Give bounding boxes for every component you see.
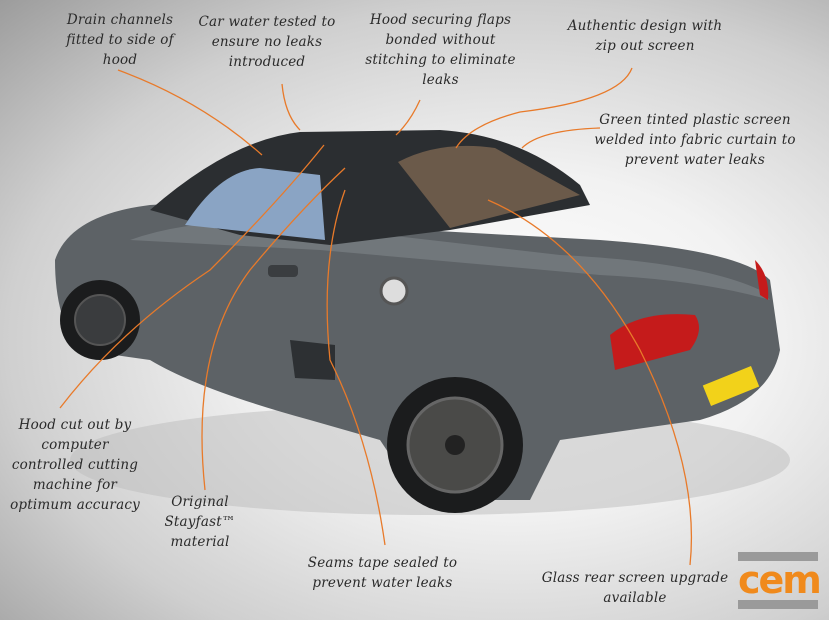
callout-original-material: Original Stayfast™ material: [164, 494, 236, 550]
callout-glass-screen: Glass rear screen upgrade available: [541, 570, 729, 606]
callout-authentic-design: Authentic design with zip out screen: [567, 18, 723, 54]
callout-green-screen: Green tinted plastic screen welded into …: [594, 112, 796, 168]
callout-drain-channels: Drain channels fitted to side of hood: [66, 12, 174, 68]
callout-cut-out: Hood cut out by computer controlled cutt…: [10, 417, 140, 513]
logo-bar: [738, 552, 818, 561]
leader-lines: [59, 67, 693, 566]
logo-text: cem: [738, 558, 822, 602]
callout-seams-sealed: Seams tape sealed to prevent water leaks: [307, 555, 458, 591]
logo-bar: [738, 600, 818, 609]
callout-water-tested: Car water tested to ensure no leaks intr…: [198, 14, 336, 70]
cem-logo: cem: [738, 552, 822, 612]
callout-securing-flaps: Hood securing flaps bonded without stitc…: [365, 12, 516, 88]
